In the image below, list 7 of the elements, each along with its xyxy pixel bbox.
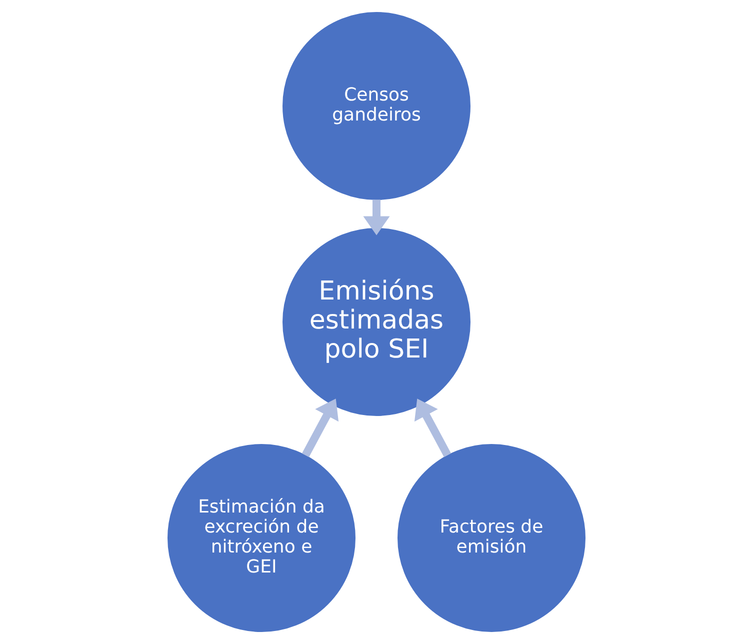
arrow (302, 398, 339, 458)
node-circle: Factores de emisión (398, 444, 586, 632)
arrow (363, 200, 390, 236)
node-circle: Estimación da excreción de nitróxeno e GEI (168, 444, 356, 632)
node-circle: Emisións estimadas polo SEI (282, 228, 470, 416)
node-circle: Censos gandeiros (282, 12, 470, 200)
arrow (414, 398, 452, 458)
